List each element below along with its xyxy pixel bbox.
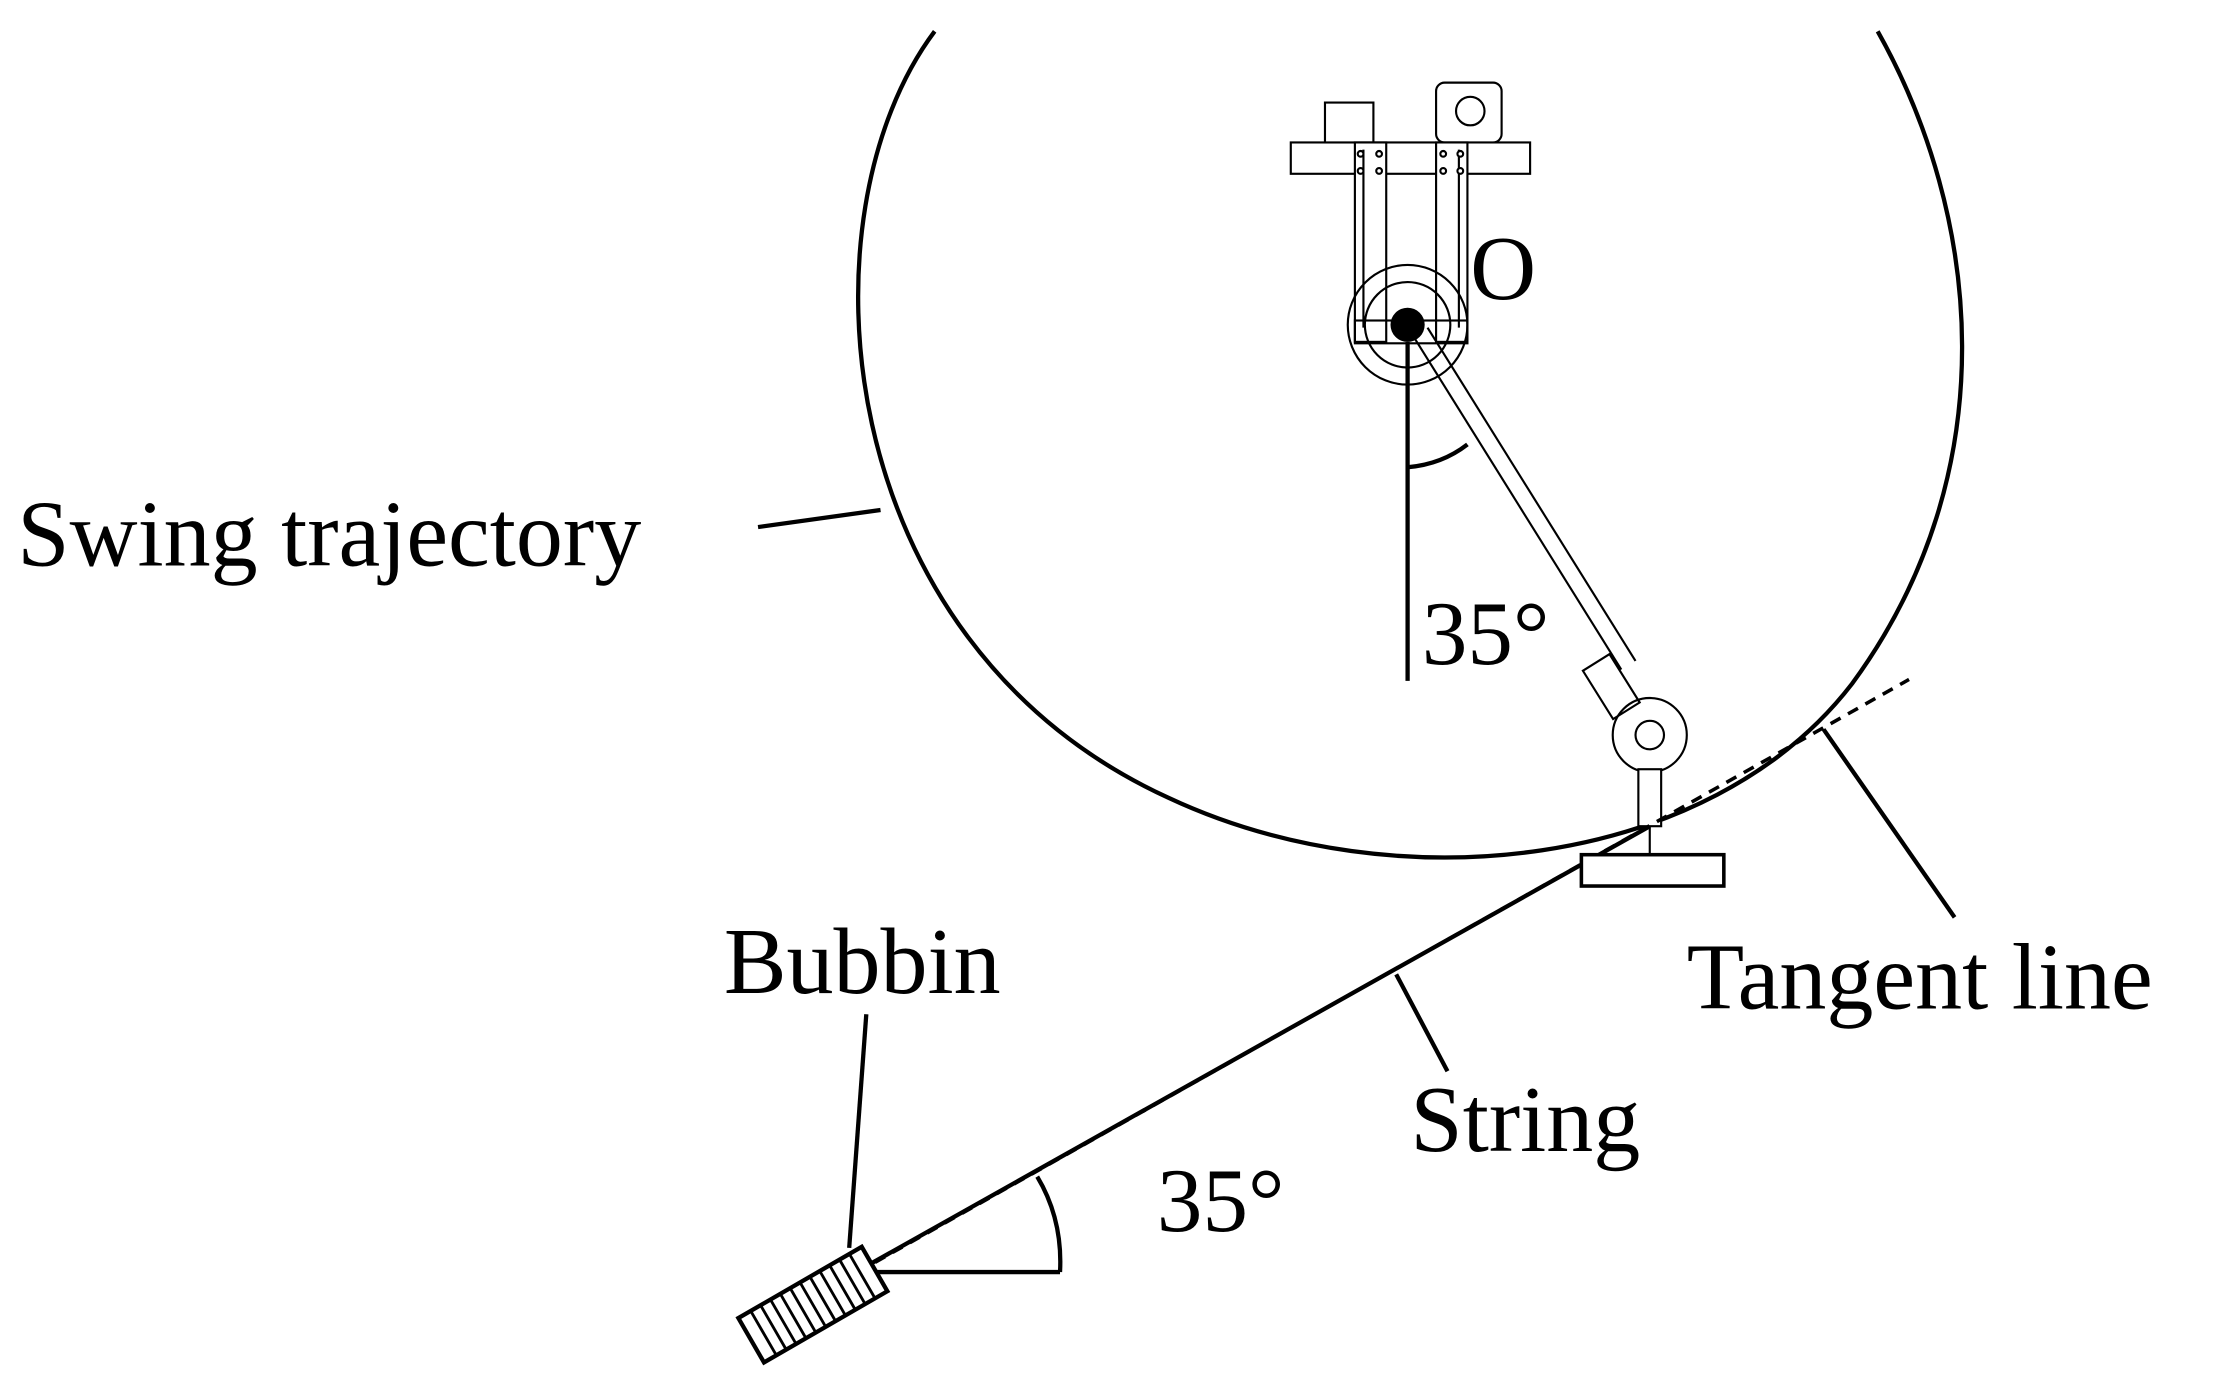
leader-bubbin (847, 1014, 869, 1249)
leader-tangent-line (1821, 728, 1957, 919)
bobbin (735, 1243, 891, 1366)
label-string: String (1410, 1068, 1640, 1172)
angle-arc-top (1407, 442, 1469, 470)
label-swing-trajectory: Swing trajectory (17, 483, 641, 587)
string-line (862, 824, 1651, 1270)
label-angle-bottom: 35° (1157, 1150, 1285, 1251)
contact-block (1579, 852, 1726, 888)
pendulum-arm (1412, 327, 1688, 872)
mount-frame (1289, 81, 1532, 386)
angle-arc-bottom (1035, 1175, 1063, 1273)
label-origin: O (1470, 218, 1536, 319)
label-tangent-line: Tangent line (1687, 926, 2153, 1030)
swing-trajectory-circle (856, 30, 1965, 860)
label-angle-top: 35° (1422, 583, 1550, 684)
label-bubbin: Bubbin (724, 910, 1001, 1014)
pivot-point (1390, 307, 1425, 342)
leader-swing-trajectory (757, 507, 881, 530)
leader-string (1394, 973, 1450, 1073)
